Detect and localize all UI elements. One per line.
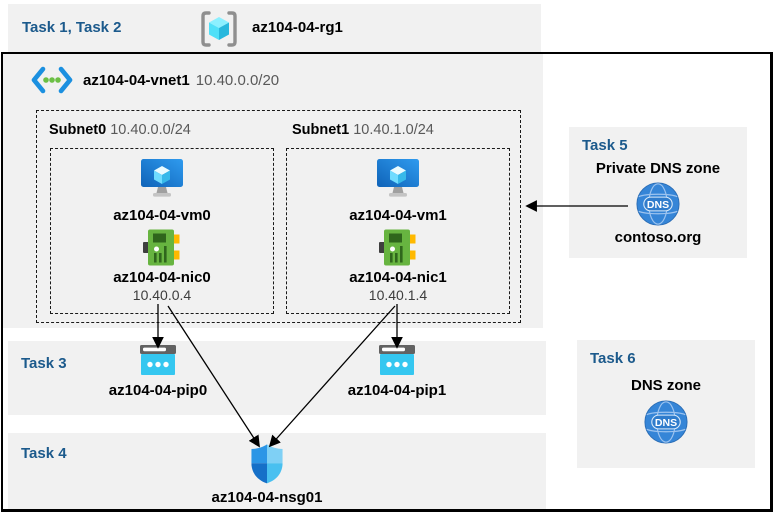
- nic0-ip: 10.40.0.4: [132, 287, 192, 303]
- dns-badge-text: DNS: [655, 417, 677, 429]
- subnet0-label: Subnet0 10.40.0.0/24: [49, 122, 191, 138]
- network-security-group-icon: [251, 444, 283, 484]
- resource-group-icon: [201, 11, 237, 47]
- task-4-band: Task 4 az104-04-nsg01: [8, 433, 546, 509]
- task-6-label: Task 6: [590, 350, 636, 367]
- resource-group-name: az104-04-rg1: [252, 19, 343, 36]
- nic0-name: az104-04-nic0: [113, 269, 211, 286]
- public-ip-icon: [140, 345, 176, 375]
- subnet1-box: az104-04-vm1 az104-04-nic1 10.40.1.4: [286, 148, 510, 314]
- private-dns-zone-title: Private DNS zone: [595, 160, 721, 177]
- vnet-header: az104-04-vnet1 10.40.0.0/20: [31, 66, 279, 94]
- nsg-group: az104-04-nsg01: [187, 443, 347, 506]
- virtual-machine-icon: [377, 159, 419, 197]
- private-dns-zone-name: contoso.org: [614, 229, 702, 246]
- pip1-name: az104-04-pip1: [347, 382, 447, 399]
- subnet0-cidr: 10.40.0.0/24: [110, 122, 191, 138]
- private-dns-zone-icon: DNS: [636, 182, 680, 226]
- dns-zone-title: DNS zone: [630, 377, 701, 394]
- task-6-box: Task 6 DNS zone DNS: [577, 340, 755, 468]
- subnet1-label: Subnet1 10.40.1.0/24: [292, 122, 434, 138]
- nic1-name: az104-04-nic1: [349, 269, 447, 286]
- dns-zone-icon: DNS: [644, 400, 688, 444]
- network-interface-icon: [143, 229, 180, 266]
- virtual-network-icon: [31, 66, 73, 94]
- public-ip-icon: [379, 345, 415, 375]
- task-5-label: Task 5: [582, 137, 628, 154]
- pip1-group: az104-04-pip1: [342, 345, 452, 399]
- subnet0-box: az104-04-vm0 az104-04-nic0 10.40.0.4: [50, 148, 274, 314]
- nic1-ip: 10.40.1.4: [368, 287, 428, 303]
- vnet-name: az104-04-vnet1: [83, 71, 190, 89]
- task-1-2-label: Task 1, Task 2: [22, 19, 122, 36]
- vm0-name: az104-04-vm0: [113, 207, 211, 224]
- subnets-container: Subnet0 10.40.0.0/24 az104-04-vm0: [36, 110, 521, 323]
- network-interface-icon: [379, 229, 416, 266]
- pip0-group: az104-04-pip0: [103, 345, 213, 399]
- task-4-label: Task 4: [21, 445, 67, 462]
- subnet0-name: Subnet0: [49, 122, 107, 138]
- subnet1-cidr: 10.40.1.0/24: [353, 122, 434, 138]
- dns-badge-text: DNS: [647, 199, 669, 211]
- vm1-name: az104-04-vm1: [349, 207, 447, 224]
- virtual-machine-icon: [141, 159, 183, 197]
- subnet1-name: Subnet1: [292, 122, 350, 138]
- task-1-2-band: Task 1, Task 2 az104-04-rg1: [8, 4, 541, 52]
- pip0-name: az104-04-pip0: [108, 382, 208, 399]
- vnet-cidr: 10.40.0.0/20: [195, 71, 280, 89]
- task-3-band: Task 3 az104-04-pip0 az104-04-pip1: [8, 341, 546, 415]
- task-3-label: Task 3: [21, 355, 67, 372]
- nsg-name: az104-04-nsg01: [211, 489, 323, 506]
- task-5-box: Task 5 Private DNS zone DNS contoso.org: [569, 127, 747, 258]
